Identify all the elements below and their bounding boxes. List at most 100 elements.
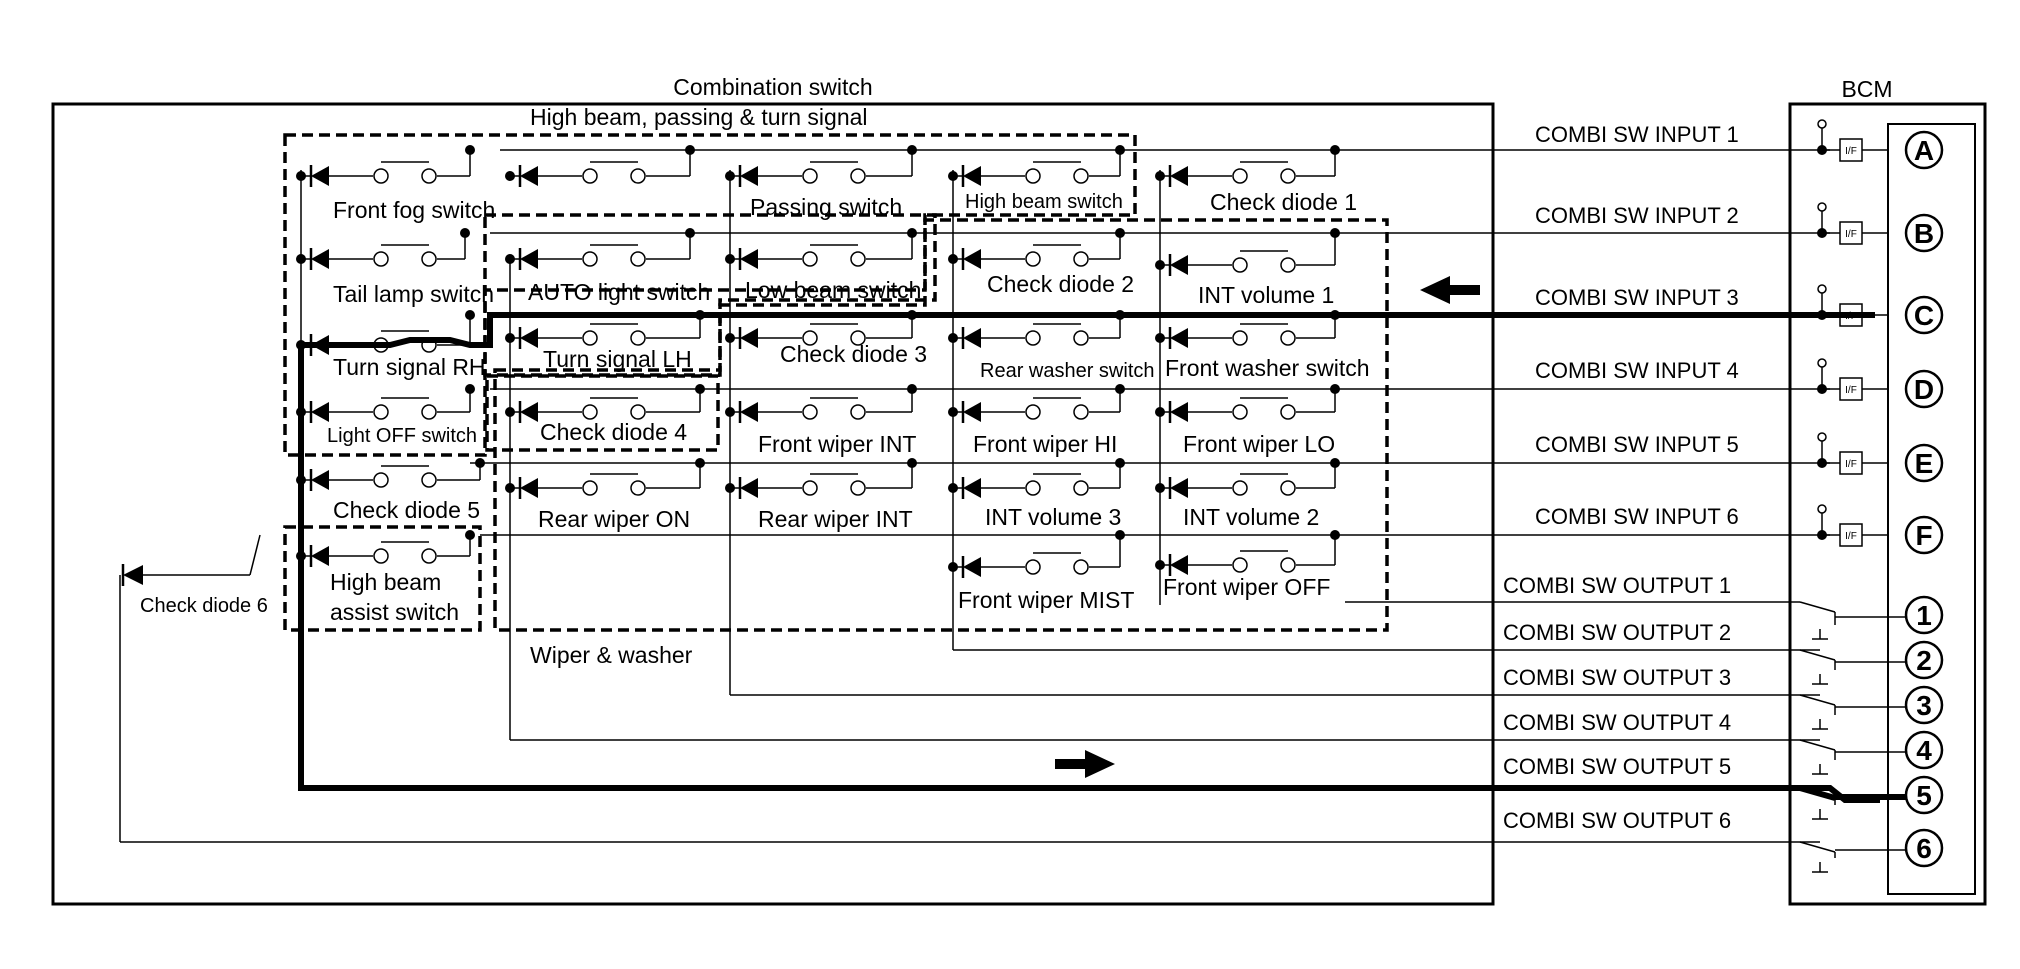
bcm-box xyxy=(1788,102,1987,906)
label-front-washer-switch: Front washer switch xyxy=(1165,355,1370,381)
input-terminal-F: I/F F xyxy=(1817,504,1944,555)
svg-text:I/F: I/F xyxy=(1845,531,1857,542)
switch-element-2 xyxy=(296,310,475,356)
label-front-wiper-off: Front wiper OFF xyxy=(1163,574,1330,600)
switch-element-4 xyxy=(296,458,485,491)
arrow-left-icon xyxy=(1420,276,1480,304)
label-int-volume-1: INT volume 1 xyxy=(1198,282,1334,308)
svg-text:1: 1 xyxy=(1916,600,1932,631)
svg-text:E: E xyxy=(1915,448,1934,479)
switch-element-12 xyxy=(725,228,917,270)
switch-element-0 xyxy=(296,145,475,187)
svg-text:2: 2 xyxy=(1916,645,1932,676)
svg-text:I/F: I/F xyxy=(1845,459,1857,470)
svg-text:C: C xyxy=(1914,300,1934,331)
output-label-5: COMBI SW OUTPUT 5 xyxy=(1503,754,1731,779)
svg-text:I/F: I/F xyxy=(1845,229,1857,240)
label-check-diode-4: Check diode 4 xyxy=(540,419,687,445)
group-wiper-label: Wiper & washer xyxy=(530,642,693,668)
group-light-outline xyxy=(483,213,937,377)
switch-element-7 xyxy=(505,228,695,270)
svg-text:I/F: I/F xyxy=(1845,146,1857,157)
label-rear-wiper-on: Rear wiper ON xyxy=(538,506,690,532)
svg-text:I/F: I/F xyxy=(1845,385,1857,396)
bcm-inputs: COMBI SW INPUT 1 COMBI SW INPUT 2 COMBI … xyxy=(1535,122,1739,529)
group-assist-outline xyxy=(283,525,482,632)
output-terminal-3: 3 xyxy=(1799,685,1944,730)
label-check-diode-3: Check diode 3 xyxy=(780,341,927,367)
label-check-diode-2: Check diode 2 xyxy=(987,271,1134,297)
switch-element-15 xyxy=(725,458,917,499)
svg-text:3: 3 xyxy=(1916,690,1932,721)
combination-switch-box xyxy=(51,102,1495,906)
combination-switch-title: Combination switch xyxy=(673,74,872,100)
input-label-4: COMBI SW INPUT 4 xyxy=(1535,358,1739,383)
output-label-1: COMBI SW OUTPUT 1 xyxy=(1503,573,1731,598)
group-wiper-outline xyxy=(493,218,1389,632)
switch-element-8 xyxy=(505,310,705,349)
switch-element-11 xyxy=(725,145,917,187)
svg-text:6: 6 xyxy=(1916,833,1932,864)
switch-element-22 xyxy=(1155,145,1340,187)
switch-element-17 xyxy=(948,228,1125,270)
svg-text:F: F xyxy=(1915,520,1932,551)
svg-text:D: D xyxy=(1914,374,1934,405)
input-terminal-A: I/F A xyxy=(1817,119,1944,170)
output-terminal-6: 6 xyxy=(1799,828,1944,873)
switch-element-16 xyxy=(948,145,1125,187)
switch-element-14 xyxy=(725,384,917,423)
label-tail-lamp-switch: Tail lamp switch xyxy=(333,281,494,307)
switch-element-18 xyxy=(948,310,1125,349)
svg-text:4: 4 xyxy=(1916,735,1932,766)
input-terminal-B: I/F B xyxy=(1817,202,1944,253)
label-rear-wiper-int: Rear wiper INT xyxy=(758,506,913,532)
output-label-6: COMBI SW OUTPUT 6 xyxy=(1503,808,1731,833)
switch-element-9 xyxy=(505,384,705,423)
label-front-wiper-int: Front wiper INT xyxy=(758,431,916,457)
input-terminal-E: I/F E xyxy=(1817,432,1944,483)
switch-element-13 xyxy=(725,310,917,349)
bcm-title: BCM xyxy=(1841,76,1892,102)
svg-text:I/F: I/F xyxy=(1845,311,1857,322)
switch-element-20 xyxy=(948,458,1125,499)
output-label-4: COMBI SW OUTPUT 4 xyxy=(1503,710,1731,735)
switch-element-25 xyxy=(1155,384,1340,423)
switch-element-24 xyxy=(1155,310,1340,349)
label-turn-signal-rh: Turn signal RH xyxy=(333,354,486,380)
bcm-terminals: I/F A I/F B I/F C I/F D I/F E I/F F 1 2 3 4 5 6 xyxy=(1799,119,1944,873)
label-front-wiper-hi: Front wiper HI xyxy=(973,431,1117,457)
label-check-diode-6: Check diode 6 xyxy=(140,595,268,617)
switch-elements xyxy=(121,145,1340,586)
output-lines xyxy=(120,601,1820,843)
switch-element-10 xyxy=(505,458,705,499)
label-rear-washer-switch: Rear washer switch xyxy=(980,360,1155,382)
switch-element-26 xyxy=(1155,458,1340,499)
input-label-6: COMBI SW INPUT 6 xyxy=(1535,504,1739,529)
switch-element-19 xyxy=(948,384,1125,423)
label-check-diode-5: Check diode 5 xyxy=(333,497,480,523)
label-check-diode-1: Check diode 1 xyxy=(1210,189,1357,215)
label-high-beam-assist-2: assist switch xyxy=(330,599,459,625)
label-int-volume-2: INT volume 2 xyxy=(1183,504,1319,530)
label-auto-light-switch: AUTO light switch xyxy=(528,279,710,305)
svg-text:5: 5 xyxy=(1916,780,1932,811)
label-int-volume-3: INT volume 3 xyxy=(985,504,1121,530)
group-check-diode-4-outline xyxy=(485,374,720,452)
arrow-right-icon xyxy=(1055,750,1115,778)
switch-element-3 xyxy=(296,384,475,423)
input-terminal-D: I/F D xyxy=(1817,358,1944,409)
switch-element-23 xyxy=(1155,228,1340,276)
label-high-beam-assist-1: High beam xyxy=(330,569,441,595)
switch-element-1 xyxy=(296,228,470,270)
output-terminal-2: 2 xyxy=(1799,640,1944,685)
label-light-off-switch: Light OFF switch xyxy=(327,425,477,447)
switch-element-6 xyxy=(505,145,695,187)
output-terminal-4: 4 xyxy=(1799,730,1944,775)
output-terminal-1: 1 xyxy=(1799,595,1944,640)
svg-text:B: B xyxy=(1914,218,1934,249)
svg-text:A: A xyxy=(1914,135,1934,166)
label-front-wiper-mist: Front wiper MIST xyxy=(958,587,1134,613)
label-turn-signal-lh: Turn signal LH xyxy=(543,346,692,372)
label-front-wiper-lo: Front wiper LO xyxy=(1183,431,1335,457)
